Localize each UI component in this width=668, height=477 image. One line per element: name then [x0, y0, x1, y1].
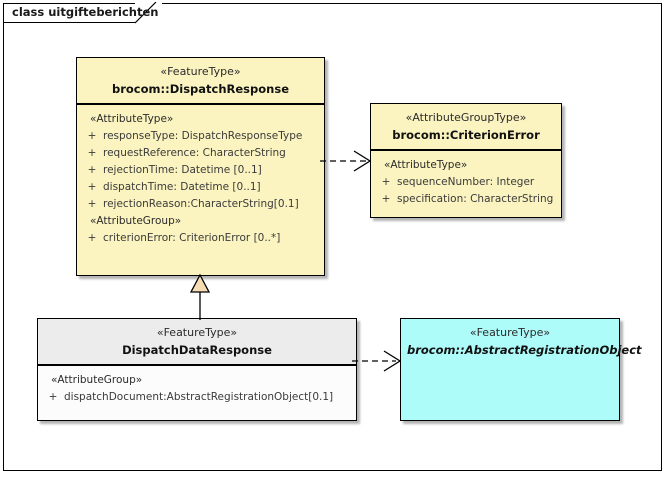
class-body-dispatch-response: «AttributeType» + responseType: Dispatch…	[77, 105, 324, 253]
attribute-row[interactable]: + specification: CharacterString	[375, 191, 557, 208]
class-body-dispatch-data-response: «AttributeGroup» + dispatchDocument:Abst…	[38, 366, 356, 412]
attribute-visibility: +	[87, 164, 97, 176]
class-name: brocom::AbstractRegistrationObject	[407, 343, 642, 357]
attribute-label: rejectionReason:CharacterString[0.1]	[103, 198, 299, 210]
class-stereotype: «AttributeGroupType»	[405, 111, 527, 124]
attribute-row[interactable]: + requestReference: CharacterString	[81, 145, 320, 162]
attribute-visibility: +	[87, 198, 97, 210]
attribute-label: requestReference: CharacterString	[103, 147, 286, 159]
class-name: brocom::CriterionError	[392, 128, 540, 142]
class-header-abstract-registration-object: «FeatureType» brocom::AbstractRegistrati…	[401, 319, 642, 364]
attribute-visibility: +	[87, 181, 97, 193]
attribute-row[interactable]: + rejectionReason:CharacterString[0.1]	[81, 196, 320, 213]
class-header-dispatch-response: «FeatureType» brocom::DispatchResponse	[77, 58, 324, 105]
attribute-visibility: +	[381, 193, 391, 205]
attribute-row[interactable]: + sequenceNumber: Integer	[375, 174, 557, 191]
class-header-dispatch-data-response: «FeatureType» DispatchDataResponse	[38, 319, 356, 366]
class-box-abstract-registration-object[interactable]: «FeatureType» brocom::AbstractRegistrati…	[400, 318, 642, 421]
class-stereotype: «FeatureType»	[156, 326, 238, 339]
diagram-frame	[3, 3, 662, 471]
attribute-visibility: +	[87, 147, 97, 159]
attribute-row[interactable]: + dispatchTime: Datetime [0..1]	[81, 179, 320, 196]
attribute-visibility: +	[381, 176, 391, 188]
attribute-row[interactable]: + dispatchDocument:AbstractRegistrationO…	[42, 389, 352, 406]
attribute-label: rejectionTime: Datetime [0..1]	[103, 164, 262, 176]
diagram-tab-diagonal-edge	[134, 2, 157, 24]
compartment-group-label: «AttributeGroup»	[51, 374, 143, 386]
class-stereotype: «FeatureType»	[160, 65, 241, 78]
class-name: DispatchDataResponse	[122, 343, 272, 357]
diagram-title-tab[interactable]	[3, 3, 135, 23]
attribute-visibility: +	[48, 391, 58, 403]
class-box-criterion-error[interactable]: «AttributeGroupType» brocom::CriterionEr…	[370, 103, 562, 218]
compartment-group-label: «AttributeGroup»	[90, 215, 182, 227]
attribute-visibility: +	[87, 232, 97, 244]
diagram-title-label: class uitgifteberichten	[12, 5, 159, 19]
attribute-visibility: +	[87, 130, 97, 142]
frame-notch-mask	[4, 0, 162, 5]
class-stereotype: «FeatureType»	[469, 326, 551, 339]
attribute-label: dispatchDocument:AbstractRegistrationObj…	[64, 391, 334, 403]
compartment-group-label: «AttributeType»	[384, 159, 468, 171]
attribute-row[interactable]: + criterionError: CriterionError [0..*]	[81, 230, 320, 247]
attribute-row[interactable]: + rejectionTime: Datetime [0..1]	[81, 162, 320, 179]
class-header-criterion-error: «AttributeGroupType» brocom::CriterionEr…	[371, 104, 561, 151]
attribute-row[interactable]: + responseType: DispatchResponseType	[81, 128, 320, 145]
class-body-criterion-error: «AttributeType» + sequenceNumber: Intege…	[371, 151, 561, 214]
class-body-abstract-registration-object	[401, 364, 619, 376]
attribute-label: criterionError: CriterionError [0..*]	[103, 232, 281, 244]
compartment-group-label: «AttributeType»	[90, 113, 174, 125]
attribute-label: responseType: DispatchResponseType	[103, 130, 303, 142]
attribute-label: dispatchTime: Datetime [0..1]	[103, 181, 261, 193]
attribute-label: specification: CharacterString	[397, 193, 554, 205]
class-box-dispatch-data-response[interactable]: «FeatureType» DispatchDataResponse «Attr…	[37, 318, 357, 421]
class-name: brocom::DispatchResponse	[112, 82, 289, 96]
attribute-label: sequenceNumber: Integer	[397, 176, 535, 188]
class-box-dispatch-response[interactable]: «FeatureType» brocom::DispatchResponse «…	[76, 57, 325, 276]
